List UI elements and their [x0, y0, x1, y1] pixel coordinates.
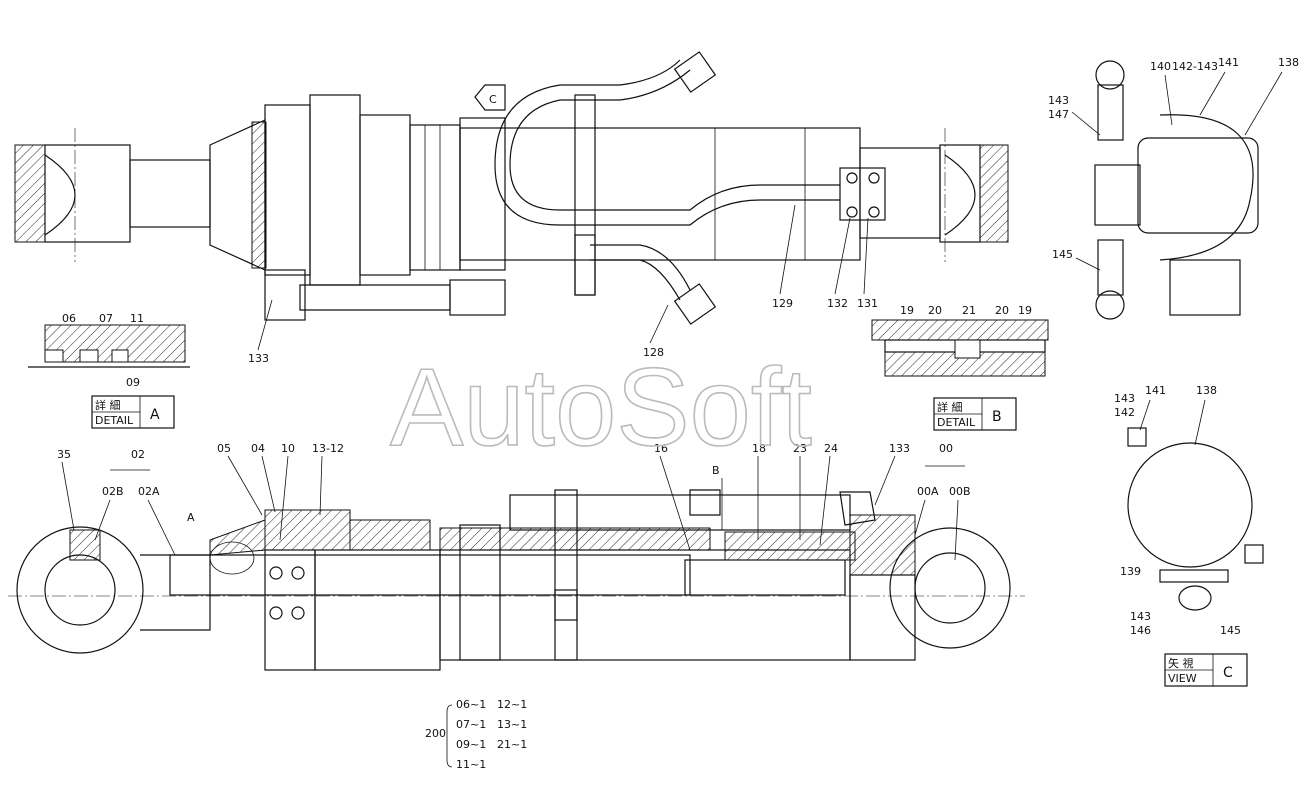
view-c-en: VIEW	[1168, 672, 1197, 685]
detail-a-letter: A	[150, 407, 160, 423]
callout-a-marker: A	[187, 511, 195, 524]
callout-35: 35	[57, 448, 71, 461]
callout-16: 16	[654, 442, 668, 455]
callout-140: 140	[1150, 60, 1171, 73]
callout-18: 18	[752, 442, 766, 455]
callout-09: 09	[126, 376, 140, 389]
view-c-callout-139: 139	[1120, 565, 1141, 578]
callout-05: 05	[217, 442, 231, 455]
view-c-callout-142: 142	[1114, 406, 1135, 419]
callout-128: 128	[643, 346, 664, 359]
callout-19-left: 19	[900, 304, 914, 317]
callout-04: 04	[251, 442, 265, 455]
kit-item: 06~1	[456, 698, 486, 711]
callout-02b: 02B	[102, 485, 124, 498]
kit-item: 11~1	[456, 758, 486, 771]
watermark: AutoSoft	[390, 346, 812, 469]
view-c-callout-138: 138	[1196, 384, 1217, 397]
bottom-section-view	[8, 489, 1025, 671]
callout-141: 141	[1218, 56, 1239, 69]
bottom-callouts: 35 02 02B 02A A 05 04 10 13-12 16 B 18 2…	[57, 442, 971, 575]
callout-143: 143	[1048, 94, 1069, 107]
kit-list: 200 06~1 07~1 09~1 11~1 12~1 13~1 21~1	[425, 698, 527, 771]
view-c-callout-143-lower: 143	[1130, 610, 1151, 623]
callout-00b: 00B	[949, 485, 971, 498]
view-c-letter: C	[1223, 665, 1233, 681]
callout-19-right: 19	[1018, 304, 1032, 317]
kit-item: 12~1	[497, 698, 527, 711]
view-c-callout-143: 143	[1114, 392, 1135, 405]
detail-b: 19 20 21 20 19 詳 細 DETAIL B	[871, 304, 1049, 431]
callout-06: 06	[62, 312, 76, 325]
callout-23: 23	[793, 442, 807, 455]
view-c-callout-146: 146	[1130, 624, 1151, 637]
section-marker: C	[489, 93, 497, 106]
detail-a-en: DETAIL	[95, 414, 134, 427]
top-view: C	[14, 51, 1009, 325]
top-callouts: 133 128 129 132 131	[248, 204, 878, 365]
detail-a-jp: 詳 細	[95, 398, 121, 412]
callout-145: 145	[1052, 248, 1073, 261]
callout-24: 24	[824, 442, 838, 455]
callout-129: 129	[772, 297, 793, 310]
callout-138: 138	[1278, 56, 1299, 69]
callout-131: 131	[857, 297, 878, 310]
callout-147: 147	[1048, 108, 1069, 121]
callout-11: 11	[130, 312, 144, 325]
right-end-view: 140 142-143 141 138 143 147 145	[1048, 56, 1299, 320]
detail-b-en: DETAIL	[937, 416, 976, 429]
view-c: 143 142 141 138 139 143 146 145 矢 視 VIEW…	[1114, 384, 1264, 687]
kit-item: 07~1	[456, 718, 486, 731]
callout-10: 10	[281, 442, 295, 455]
callout-133: 133	[248, 352, 269, 365]
callout-20-left: 20	[928, 304, 942, 317]
callout-07: 07	[99, 312, 113, 325]
callout-132: 132	[827, 297, 848, 310]
kit-number: 200	[425, 727, 446, 740]
callout-13-12: 13-12	[312, 442, 344, 455]
callout-20-right: 20	[995, 304, 1009, 317]
detail-a: 06 07 11 09 詳 細 DETAIL A	[28, 312, 190, 429]
detail-b-jp: 詳 細	[937, 400, 963, 414]
callout-00a: 00A	[917, 485, 939, 498]
kit-item: 09~1	[456, 738, 486, 751]
kit-item: 13~1	[497, 718, 527, 731]
view-c-jp: 矢 視	[1168, 656, 1194, 670]
callout-00: 00	[939, 442, 953, 455]
kit-item: 21~1	[497, 738, 527, 751]
callout-02a: 02A	[138, 485, 160, 498]
callout-21: 21	[962, 304, 976, 317]
view-c-callout-145: 145	[1220, 624, 1241, 637]
view-c-callout-141: 141	[1145, 384, 1166, 397]
callout-02: 02	[131, 448, 145, 461]
callout-133-bottom: 133	[889, 442, 910, 455]
callout-b-marker: B	[712, 464, 720, 477]
detail-b-letter: B	[992, 409, 1002, 425]
callout-142-143: 142-143	[1172, 60, 1218, 73]
